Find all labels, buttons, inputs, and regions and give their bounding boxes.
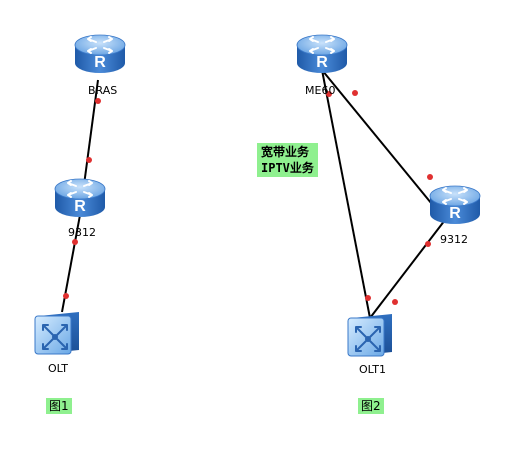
port-dot-me60-olt1-0 — [326, 91, 332, 97]
service-note: 宽带业务 IPTV业务 — [257, 143, 318, 177]
port-dot-me60-r9312_right-0 — [352, 90, 358, 96]
link-r9312_right-olt1 — [369, 219, 446, 319]
node-label-9312-left: 9312 — [68, 226, 96, 239]
node-label-9312-right: 9312 — [440, 233, 468, 246]
service-note-iptv: IPTV业务 — [261, 161, 314, 175]
router-icon-bras — [74, 34, 126, 74]
switch-icon-olt — [34, 311, 80, 355]
link-me60-r9312_right — [321, 69, 446, 221]
port-dot-r9312_right-olt1-0 — [425, 241, 431, 247]
port-dot-me60-r9312_right-1 — [427, 174, 433, 180]
node-label-olt: OLT — [48, 362, 68, 375]
port-dot-bras-r9312_left-0 — [95, 98, 101, 104]
service-note-broadband: 宽带业务 — [261, 145, 310, 159]
router-icon-r9312_right — [429, 185, 481, 225]
figure-label-1: 图1 — [46, 398, 72, 414]
router-icon-me60 — [296, 34, 348, 74]
node-label-bras: BRAS — [88, 84, 118, 97]
port-dot-r9312_left-olt-1 — [63, 293, 69, 299]
router-icon-r9312_left — [54, 178, 106, 218]
port-dot-r9312_right-olt1-1 — [392, 299, 398, 305]
port-dot-me60-olt1-1 — [365, 295, 371, 301]
port-dot-r9312_left-olt-0 — [72, 239, 78, 245]
node-label-me60: ME60 — [305, 84, 336, 97]
switch-icon-olt1 — [347, 313, 393, 357]
node-label-olt1: OLT1 — [359, 363, 386, 376]
figure-label-2: 图2 — [358, 398, 384, 414]
link-me60-olt1 — [321, 69, 371, 319]
port-dot-bras-r9312_left-1 — [86, 157, 92, 163]
